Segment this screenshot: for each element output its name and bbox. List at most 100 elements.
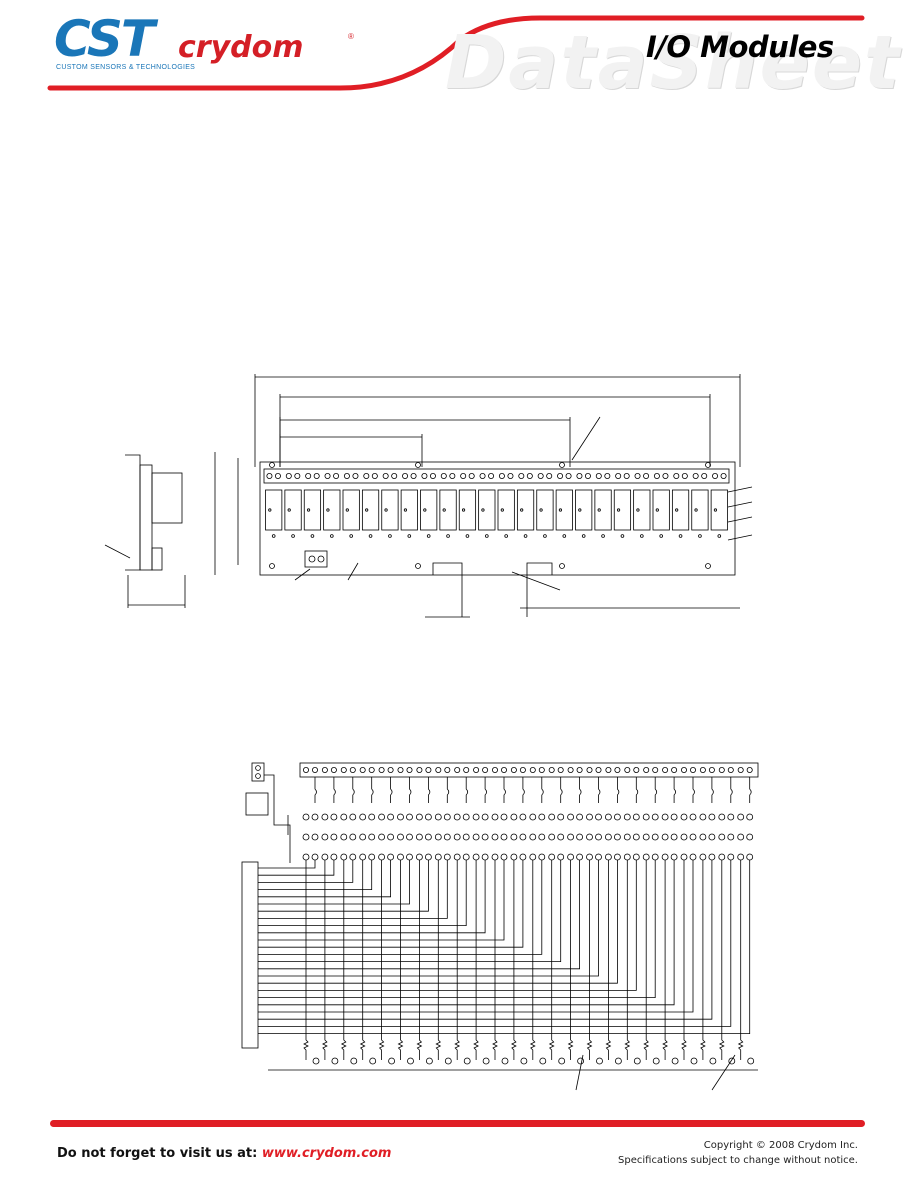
terminal-screw: [285, 473, 292, 480]
terminal-screw: [584, 473, 591, 480]
board-front-view: [214, 374, 753, 618]
terminal-screw: [305, 473, 312, 480]
channel-circuit: [258, 766, 490, 1065]
terminal-screw: [343, 473, 350, 480]
module-led: [291, 534, 295, 538]
copyright-text: Copyright © 2008 Crydom Inc.: [703, 1140, 858, 1151]
channel-fuse: [560, 777, 563, 803]
channel-terminal-screw: [605, 766, 612, 773]
io-module: [420, 489, 438, 531]
module-contact: [481, 813, 489, 821]
status-led: [444, 1057, 452, 1065]
channel-circuit: [258, 766, 698, 1065]
io-module: [652, 489, 670, 531]
channel-fuse: [654, 777, 658, 803]
module-contact: [595, 833, 602, 841]
io-module: [361, 489, 380, 531]
channel-terminal-screw: [586, 766, 593, 773]
ribbon-connector: [241, 861, 259, 1049]
module-contact: [321, 813, 329, 821]
module-contact: [462, 853, 470, 861]
mounting-hole: [269, 462, 275, 468]
io-module-slot: [516, 473, 535, 538]
io-module: [536, 489, 554, 531]
module-indicator: [539, 508, 543, 512]
signal-trace: [258, 860, 467, 926]
channel-terminal-screw: [500, 766, 507, 773]
module-contact: [359, 853, 367, 861]
module-contact: [746, 853, 754, 861]
module-contact: [443, 853, 451, 861]
module-contact: [424, 813, 432, 821]
channel-fuse: [730, 777, 733, 803]
module-contact: [500, 833, 508, 841]
channel-circuit: [258, 766, 566, 1065]
module-contact: [443, 813, 451, 821]
channel-terminal-screw: [321, 766, 328, 773]
io-module: [284, 489, 302, 531]
channel-fuse: [541, 777, 544, 803]
signal-trace: [258, 860, 543, 955]
signal-trace: [258, 860, 562, 962]
side-view-foot: [151, 547, 163, 571]
channel-circuit: [258, 766, 660, 1065]
footer-divider: [50, 1120, 865, 1127]
signal-trace: [258, 860, 410, 905]
io-module: [323, 489, 341, 531]
io-module: [633, 489, 651, 531]
power-terminal: [304, 550, 328, 568]
channel-terminal-screw: [548, 766, 555, 773]
module-contact: [642, 813, 650, 821]
pullup-resistor: [605, 860, 612, 1060]
channel-terminal-screw: [595, 766, 602, 773]
module-contact: [481, 833, 489, 841]
mounting-hole: [269, 563, 275, 569]
pullup-resistor: [548, 860, 555, 1060]
signal-trace: [258, 860, 599, 977]
channel-terminal-screw: [557, 766, 564, 773]
website-link[interactable]: www.crydom.com: [261, 1146, 392, 1161]
channel-terminal-screw: [718, 766, 725, 773]
power-screw: [255, 773, 261, 779]
terminal-screw: [615, 473, 622, 480]
module-contact: [708, 853, 716, 861]
module-indicator: [345, 508, 349, 512]
io-module: [594, 489, 612, 531]
channel-terminal-screw: [643, 766, 650, 773]
module-contact: [642, 853, 650, 861]
channel-circuit: [258, 766, 528, 1065]
module-contact: [670, 853, 678, 861]
module-contact: [718, 813, 726, 821]
module-indicator: [423, 508, 427, 512]
io-module-slot: [342, 473, 360, 538]
terminal-strip: [263, 468, 730, 484]
channel-circuit: [258, 766, 471, 1065]
module-contact: [472, 813, 480, 821]
io-module-slot: [361, 473, 380, 538]
power-screw: [317, 555, 325, 563]
wiring-schematic-drawing: [241, 762, 759, 1091]
module-contact: [349, 813, 357, 821]
status-led: [690, 1057, 698, 1065]
status-led: [388, 1057, 396, 1065]
channel-terminal-screw: [312, 766, 319, 773]
module-contact: [510, 813, 518, 821]
terminal-screw: [274, 473, 281, 480]
module-contact: [604, 813, 612, 821]
connector-cutout-right: [526, 562, 553, 617]
terminal-screw: [712, 473, 719, 480]
module-contact: [548, 833, 556, 841]
module-contact: [387, 833, 395, 841]
module-indicator: [403, 508, 408, 512]
signal-trace: [258, 860, 524, 948]
io-module: [265, 489, 283, 531]
module-contact: [708, 813, 716, 821]
terminal-screw: [294, 473, 301, 480]
module-contact: [529, 853, 537, 861]
module-indicator: [713, 508, 718, 512]
mounting-hole: [415, 563, 421, 569]
io-module: [439, 489, 457, 531]
channel-circuit: [258, 766, 320, 1065]
specifications-notice: Specifications subject to change without…: [618, 1155, 858, 1166]
terminal-screw: [488, 473, 495, 480]
